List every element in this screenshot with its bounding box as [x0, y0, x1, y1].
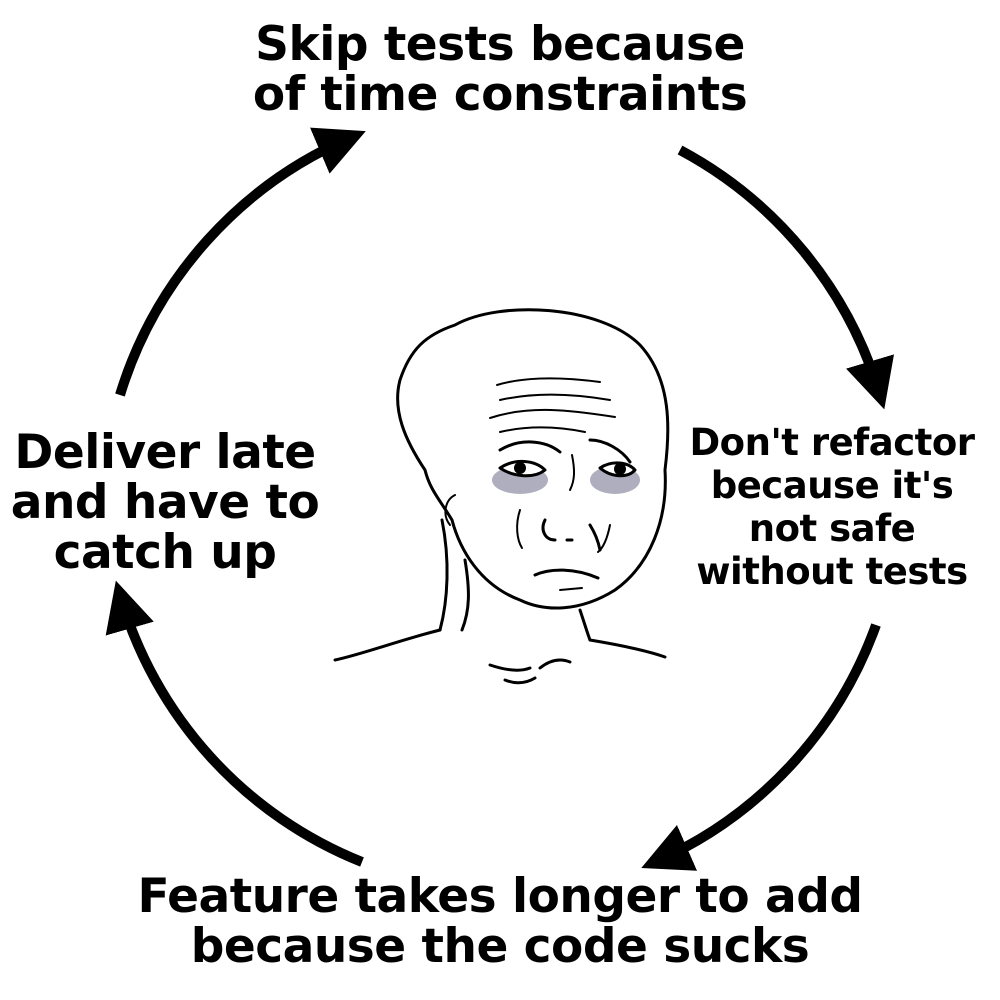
cycle-step-deliver-late: Deliver late and have to catch up [0, 428, 330, 577]
arrow-top-to-right [677, 145, 894, 410]
cycle-step-line: Feature takes longer to add [137, 869, 863, 924]
cycle-step-line: of time constraints [252, 66, 748, 122]
cycle-step-line: because it's [710, 463, 954, 507]
cycle-step-line: not safe [748, 506, 916, 550]
cycle-step-line: because the code sucks [190, 918, 810, 974]
cycle-step-line: Don't refactor [689, 421, 975, 464]
cycle-step-dont-refactor: Don't refactor because it's not safe wit… [672, 421, 992, 594]
arrow-right-to-bottom [641, 623, 881, 871]
cycle-step-line: Skip tests because [255, 17, 745, 72]
cycle-step-line: and have to [10, 474, 320, 530]
cycle-step-line: Deliver late [14, 425, 316, 480]
sad-face-drawing [333, 308, 670, 685]
cycle-step-feature-slow: Feature takes longer to add because the … [50, 872, 950, 972]
cycle-step-line: without tests [696, 549, 968, 593]
arrow-bottom-to-left [105, 580, 364, 867]
cycle-step-line: catch up [53, 524, 277, 580]
cycle-step-skip-tests: Skip tests because of time constraints [200, 20, 800, 120]
arrow-left-to-top [115, 127, 366, 397]
